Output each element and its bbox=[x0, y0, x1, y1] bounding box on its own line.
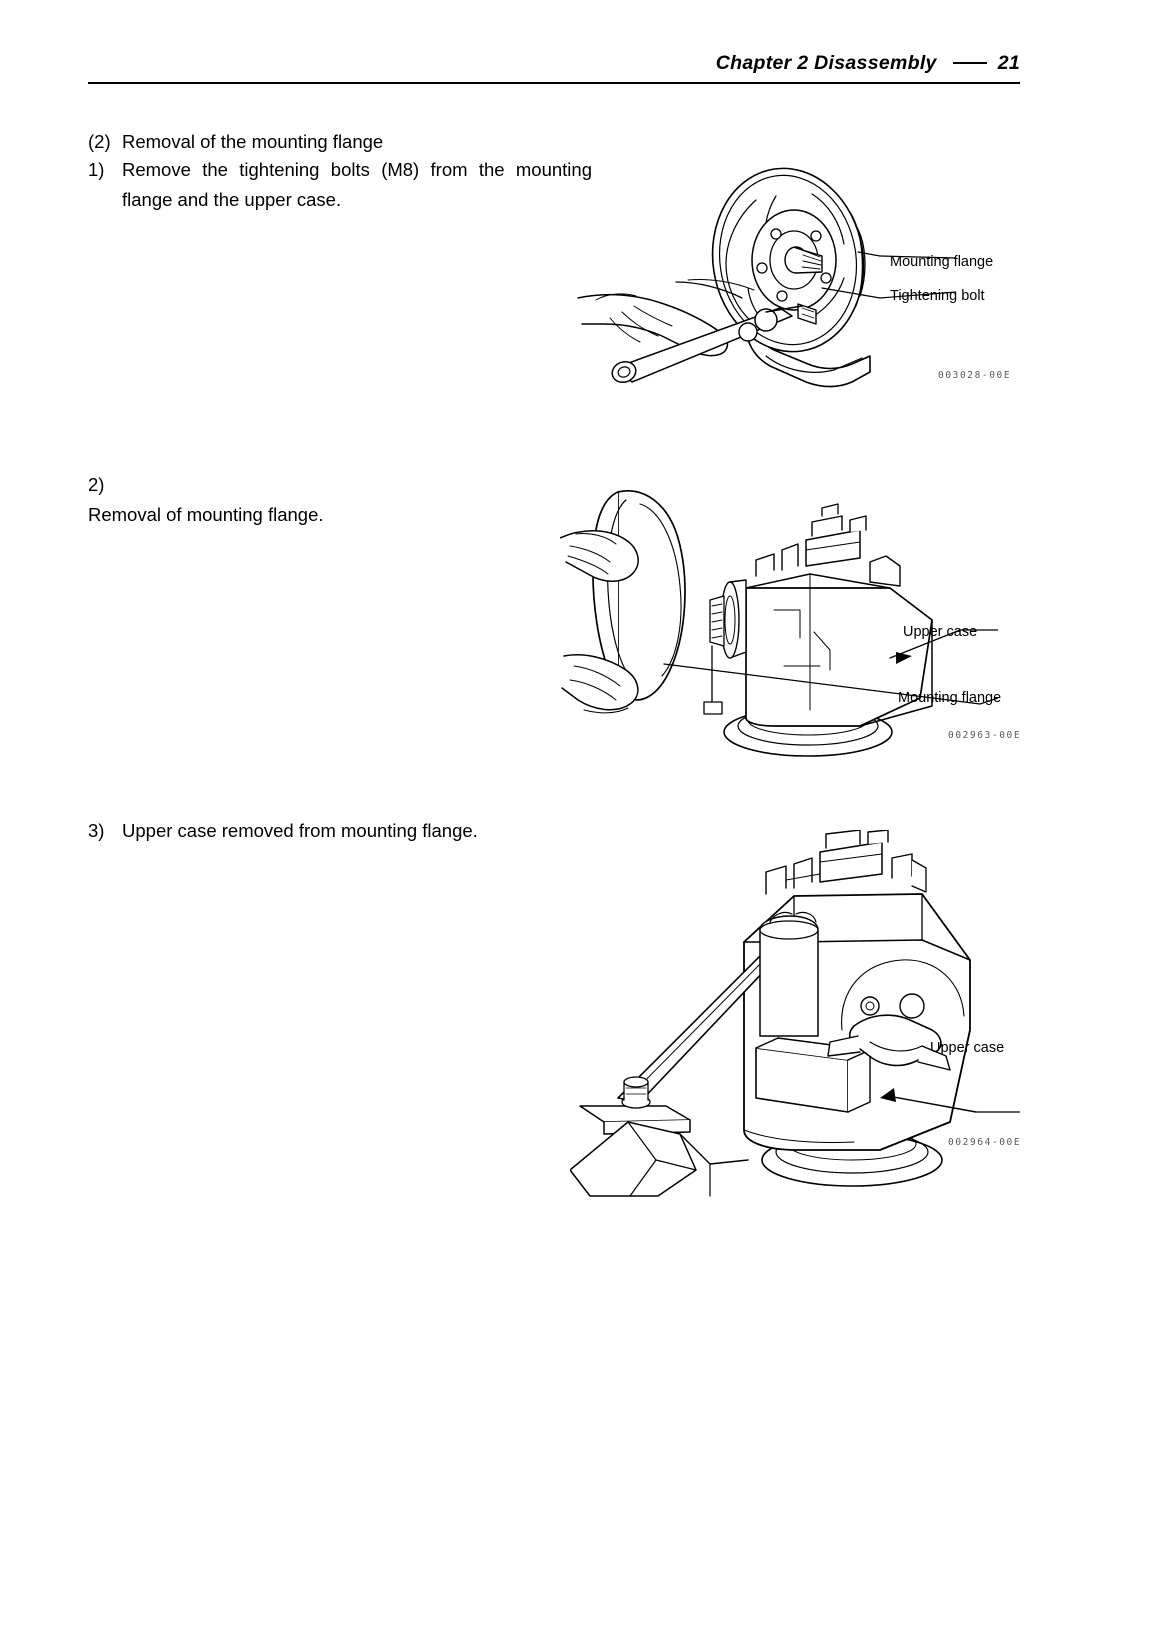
figure-1-drawing bbox=[577, 167, 881, 388]
figure-2-callout-upper-case: Upper case bbox=[903, 624, 978, 640]
figure-2-callout-mounting-flange: Mounting flange bbox=[898, 690, 1002, 706]
page-number: 21 bbox=[997, 52, 1020, 74]
figure-3-illustration bbox=[570, 830, 1040, 1200]
header-divider bbox=[88, 82, 1020, 84]
figure-1-illustration bbox=[570, 160, 1040, 405]
step-1: 1) Remove the tightening bolts (M8) from … bbox=[88, 155, 608, 215]
figure-2-drawing bbox=[560, 490, 981, 757]
figure-1-leader-lines bbox=[879, 255, 957, 299]
figure-3-callout-upper-case: Upper case bbox=[930, 1040, 1005, 1056]
section-heading-text: Removal of the mounting flange bbox=[122, 131, 384, 152]
step-2-text: Removal of mounting flange. bbox=[88, 504, 324, 525]
step-3: 3) Upper case removed from mounting flang… bbox=[88, 816, 608, 846]
chapter-title: Chapter 2 Disassembly bbox=[715, 52, 937, 74]
figure-2-illustration bbox=[560, 470, 1040, 770]
header-dash-rule bbox=[952, 62, 987, 64]
step-3-text: Upper case removed from mounting flange. bbox=[122, 820, 478, 841]
step-1-marker: 1) bbox=[88, 159, 105, 180]
page-header: Chapter 2 Disassembly 21 bbox=[88, 52, 1020, 92]
figure-1-code: 003028-00E bbox=[938, 370, 1012, 381]
figure-3-leader-lines bbox=[976, 1111, 1020, 1113]
section-heading: (2) Removal of the mounting flange bbox=[88, 127, 608, 157]
figure-1-callout-mounting-flange: Mounting flange bbox=[890, 254, 994, 270]
figure-3-code: 002964-00E bbox=[948, 1137, 1022, 1148]
figure-2-code: 002963-00E bbox=[948, 730, 1022, 741]
header-title-line: Chapter 2 Disassembly 21 bbox=[716, 52, 1020, 75]
figure-2-leader-lines bbox=[960, 629, 999, 705]
step-2-marker: 2) bbox=[88, 474, 105, 495]
step-1-text: Remove the tightening bolts (M8) from th… bbox=[122, 159, 592, 210]
figure-3-drawing bbox=[570, 830, 977, 1197]
step-3-marker: 3) bbox=[88, 820, 105, 841]
section-heading-marker: (2) bbox=[88, 131, 111, 152]
figure-1-callout-tightening-bolt: Tightening bolt bbox=[890, 288, 985, 304]
step-2: 2) Removal of mounting flange. bbox=[88, 470, 558, 530]
